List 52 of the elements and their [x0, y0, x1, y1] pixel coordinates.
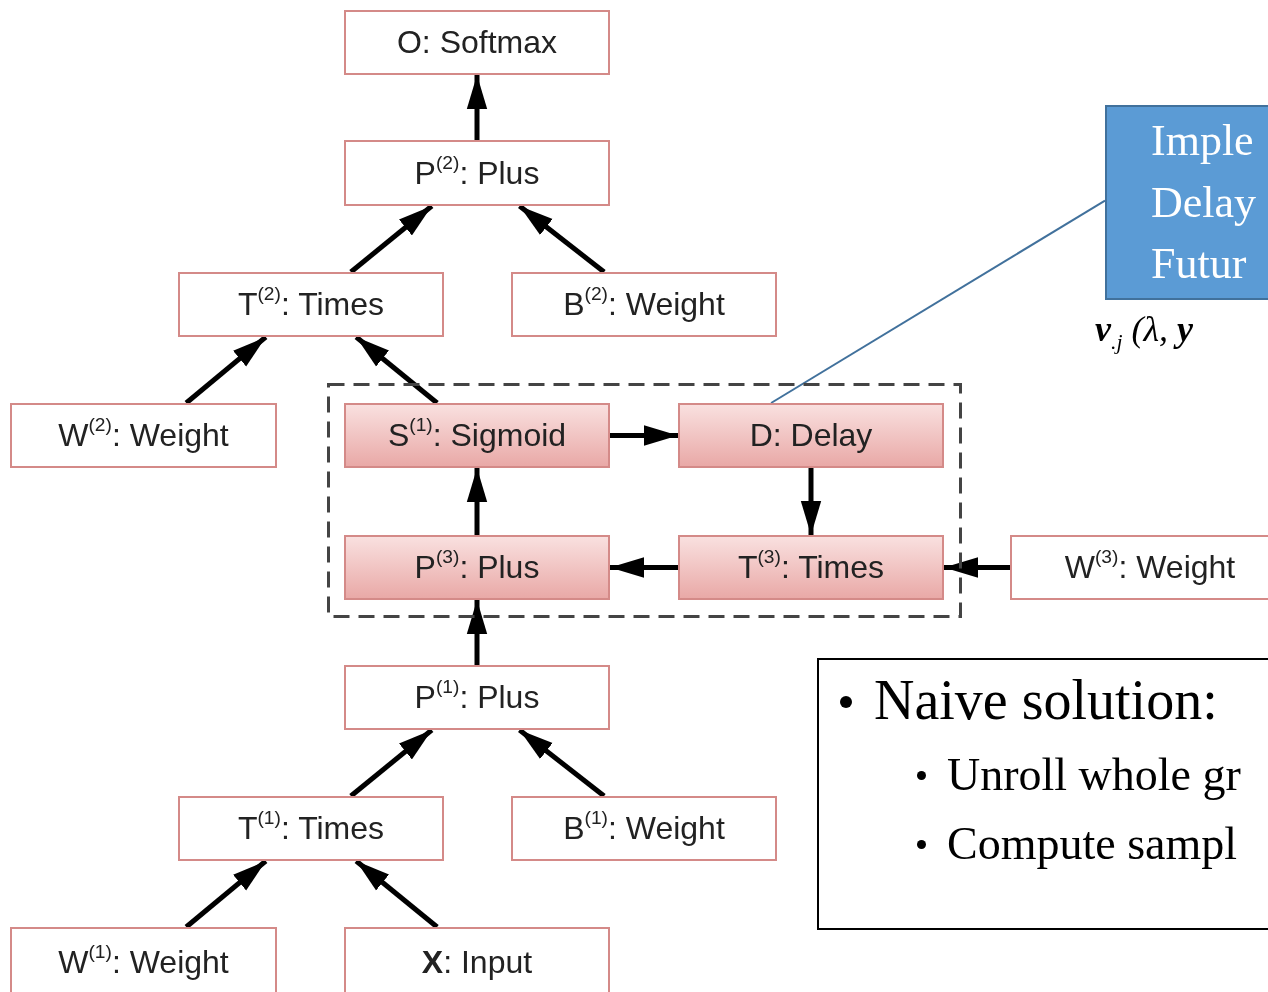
operation-box — [178, 272, 444, 337]
node-label: W$^{(2)}$: Weight — [58, 417, 229, 454]
bullet-heading: Naive solution: — [874, 668, 1218, 732]
node-label: T$^{(3)}$: Times — [737, 549, 885, 586]
arrow — [184, 335, 268, 405]
operation-box — [1010, 535, 1268, 600]
operation-box — [344, 535, 610, 600]
operation-box — [344, 927, 610, 992]
callout-box — [1105, 105, 1268, 300]
operation-box — [344, 140, 610, 206]
arrow — [610, 425, 678, 446]
node-label: S$^{(1)}$: Sigmoid — [387, 417, 567, 454]
operation-box — [10, 403, 277, 468]
operation-box — [678, 535, 944, 600]
arrow — [466, 600, 488, 665]
arrow — [349, 204, 434, 274]
node-label: T$^{(2)}$: Times — [237, 286, 385, 323]
node-label: B$^{(2)}$: Weight — [563, 286, 725, 323]
operation-box — [344, 10, 610, 75]
operation-box — [678, 403, 944, 468]
node-label: X: Input — [421, 943, 533, 981]
bullet-text: Compute sampl — [947, 817, 1238, 870]
node-label: O: Softmax — [396, 24, 557, 61]
operation-box — [511, 796, 777, 861]
node-label: T$^{(1)}$: Times — [237, 810, 385, 847]
arrow — [800, 468, 822, 535]
arrow — [518, 728, 606, 798]
arrow — [354, 859, 439, 929]
node-label: P$^{(3)}$: Plus — [414, 549, 540, 586]
recurrent-group-box — [327, 383, 962, 618]
bullet-text: Unroll whole gr — [947, 748, 1241, 801]
operation-box — [10, 927, 277, 992]
node-label: W$^{(1)}$: Weight — [58, 943, 229, 981]
node-label: B$^{(1)}$: Weight — [563, 810, 725, 847]
arrow — [349, 728, 434, 798]
arrow — [354, 335, 439, 405]
operation-box — [344, 665, 610, 730]
text-panel — [817, 658, 1268, 930]
arrow — [610, 557, 678, 578]
arrow — [184, 859, 268, 929]
node-label: P$^{(2)}$: Plus — [414, 154, 540, 192]
node-label: P$^{(1)}$: Plus — [414, 679, 540, 716]
operation-box — [344, 403, 610, 468]
arrow — [944, 557, 1010, 578]
arrow — [466, 75, 488, 140]
arrow — [518, 204, 606, 274]
operation-box — [178, 796, 444, 861]
node-label: W$^{(3)}$: Weight — [1064, 549, 1236, 586]
node-label: D: Delay — [749, 417, 873, 454]
callout-text: Imple Delay Futur — [1151, 115, 1258, 291]
arrow — [466, 468, 488, 535]
operation-box — [511, 272, 777, 337]
